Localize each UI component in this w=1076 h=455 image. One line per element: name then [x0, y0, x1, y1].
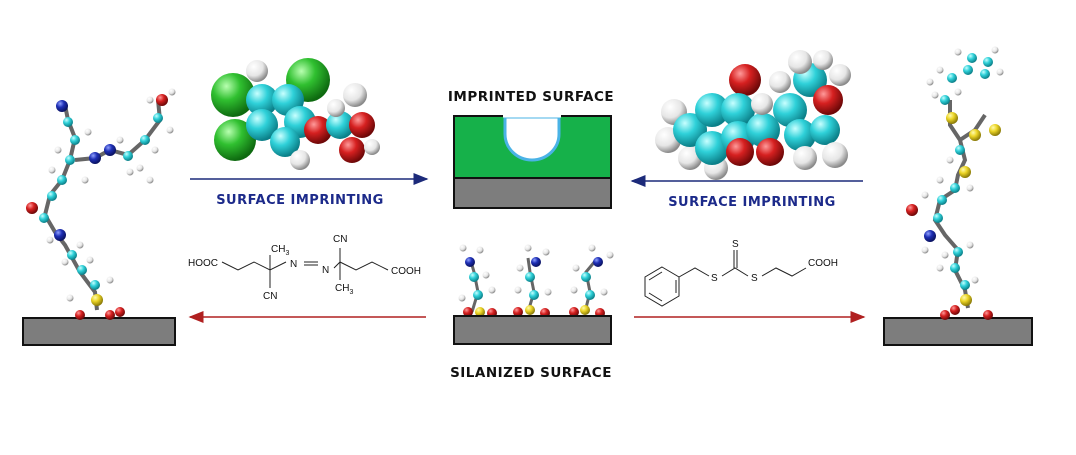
left-substrate — [22, 317, 176, 346]
raft-agent-structure — [644, 250, 807, 307]
left-grafted-initiator-molecule — [22, 88, 176, 346]
azo-initiator-structure — [221, 248, 389, 288]
initiator-hooc-label: HOOC — [188, 258, 218, 269]
initiator-cooh-label: COOH — [391, 266, 421, 277]
initiator-n1-label: N — [290, 259, 297, 270]
initiator-ch3-bottom-label: CH3 — [335, 283, 353, 296]
dichlorophenoxyacetic-template-molecule — [211, 58, 380, 170]
imprinted-surface-label: IMPRINTED SURFACE — [448, 89, 614, 105]
coumarin-template-molecule — [655, 50, 851, 180]
silanized-surface-block — [453, 244, 614, 345]
imprinted-surface-block — [453, 114, 612, 209]
initiator-n2-label: N — [322, 265, 329, 276]
surface-imprinting-label-right: SURFACE IMPRINTING — [668, 195, 836, 210]
raft-cooh-label: COOH — [808, 258, 838, 269]
silanized-substrate-layer — [453, 315, 612, 345]
raft-s-right-label: S — [751, 273, 758, 284]
right-grafted-raft-molecule — [883, 46, 1033, 346]
surface-imprinting-label-left: SURFACE IMPRINTING — [216, 193, 384, 208]
imprinted-cavity — [503, 115, 561, 162]
raft-s-left-label: S — [711, 273, 718, 284]
initiator-cn-top-label: CN — [333, 234, 347, 245]
initiator-ch3-top-label: CH3 — [271, 244, 289, 257]
initiator-cn-bottom-label: CN — [263, 291, 277, 302]
silanized-surface-label: SILANIZED SURFACE — [450, 365, 612, 381]
imprinted-substrate-layer — [453, 177, 612, 209]
raft-s-top-label: S — [732, 239, 739, 250]
right-substrate — [883, 317, 1033, 346]
